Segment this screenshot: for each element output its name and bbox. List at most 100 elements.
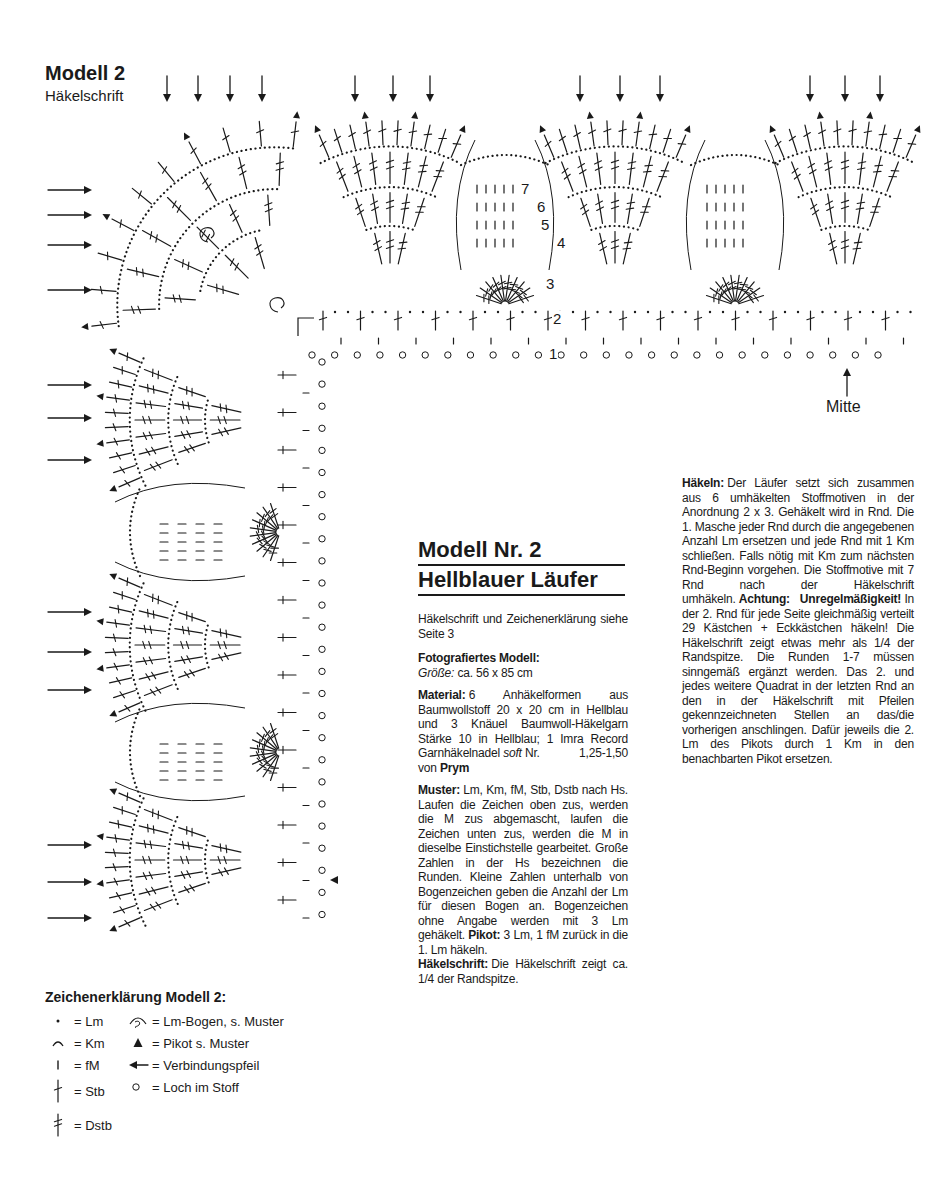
chain-loop [115,703,245,722]
stitch-stem [360,311,361,330]
stitch-symbol [789,129,797,152]
stitch-bar [282,859,283,866]
picot-mark [96,880,103,887]
stitch-bar [649,134,657,136]
stitch-bar [147,384,149,392]
single-crochet [706,239,707,247]
stitch-bar [510,284,518,286]
stitch-bar [370,167,377,170]
stitch-symbol [168,198,191,221]
stitch-bar [619,129,626,131]
stitch-bar [657,317,664,319]
chain-dot [371,311,373,313]
chain-arc [117,147,296,326]
stitch-bar [122,366,123,374]
stitch-bar [143,416,145,423]
stitch-stem [319,135,328,157]
stitch-bar [834,129,841,132]
stitch-bar [364,130,371,133]
stitch-bar [262,526,263,533]
stitch-bar [386,206,393,208]
fabric-hole [319,359,325,365]
stitch-bar [230,259,233,266]
stitch-bar [181,432,185,439]
chain-dash [303,542,309,543]
single-crochet [733,239,734,247]
single-crochet [494,203,495,211]
stitch-symbol [110,380,132,388]
picot-mark [84,414,92,422]
single-crochet [214,532,222,533]
stitch-symbol [144,594,172,605]
stitch-symbol [291,122,298,147]
picot-mark [806,94,814,102]
chain-arc [168,816,177,904]
join-arrow [656,76,664,102]
picot-mark [843,368,851,376]
stitch-symbol [189,142,201,164]
chain-arc [799,187,892,197]
single-crochet [160,779,168,780]
stitch-bar [114,663,117,670]
chain-loop-symbol [200,228,214,242]
stitch-symbol [882,311,889,330]
single-crochet [214,559,222,560]
stitch-bar [282,559,283,566]
stitch-bar [789,136,795,141]
stitch-symbol [144,900,172,911]
stitch-bar [486,289,488,296]
chain-dot [534,311,536,313]
stitch-bar [270,729,276,734]
body-text: Größe: [418,666,454,680]
stitch-bar [222,286,223,294]
stitch-stem [278,374,296,375]
picot-mark [84,456,92,464]
stitch-bar [582,317,589,319]
chain-dot [872,311,874,313]
stitch-symbol [136,432,166,440]
chain-dash [303,730,309,731]
stitch-stem [212,631,241,638]
stitch-symbol [486,282,503,302]
single-crochet [790,338,791,344]
chain-dot [784,311,786,313]
stitch-symbol [403,153,411,184]
chain-dot [459,311,461,313]
stitch-symbol [386,232,393,263]
stitch-bar [841,206,848,208]
stitch-bar [811,204,817,209]
legend-symbol [48,1078,72,1104]
stitch-bar [149,872,152,879]
stitch-symbol [230,205,243,233]
stitch-bar [191,148,196,153]
stitch-stem [139,611,168,618]
stitch-stem [873,156,881,187]
picot-mark [362,112,369,119]
stitch-bar [282,521,283,528]
stitch-bar [829,240,835,244]
single-crochet [160,532,168,533]
stitch-symbol [107,438,130,445]
chain-arc [569,187,662,197]
single-crochet [178,559,186,560]
stitch-bar [144,840,145,847]
stitch-bar [186,416,188,423]
stitch-stem [110,678,132,683]
stitch-bar [136,268,138,276]
stitch-stem [293,122,296,147]
fabric-hole [716,352,722,358]
stitch-bar [624,242,632,244]
single-crochet [733,185,734,193]
picot-mark [841,94,849,102]
stitch-bar [152,887,156,893]
arrow-shaft [809,76,810,94]
stitch-bar [732,317,739,319]
stitch-stem [132,188,151,204]
stitch-stem [119,918,140,927]
stitch-symbol [319,311,326,330]
legend-text: = Stb [74,1084,105,1099]
stitch-stem [119,353,140,362]
single-crochet [178,541,186,542]
stitch-bar [436,170,444,171]
single-crochet [196,743,204,744]
